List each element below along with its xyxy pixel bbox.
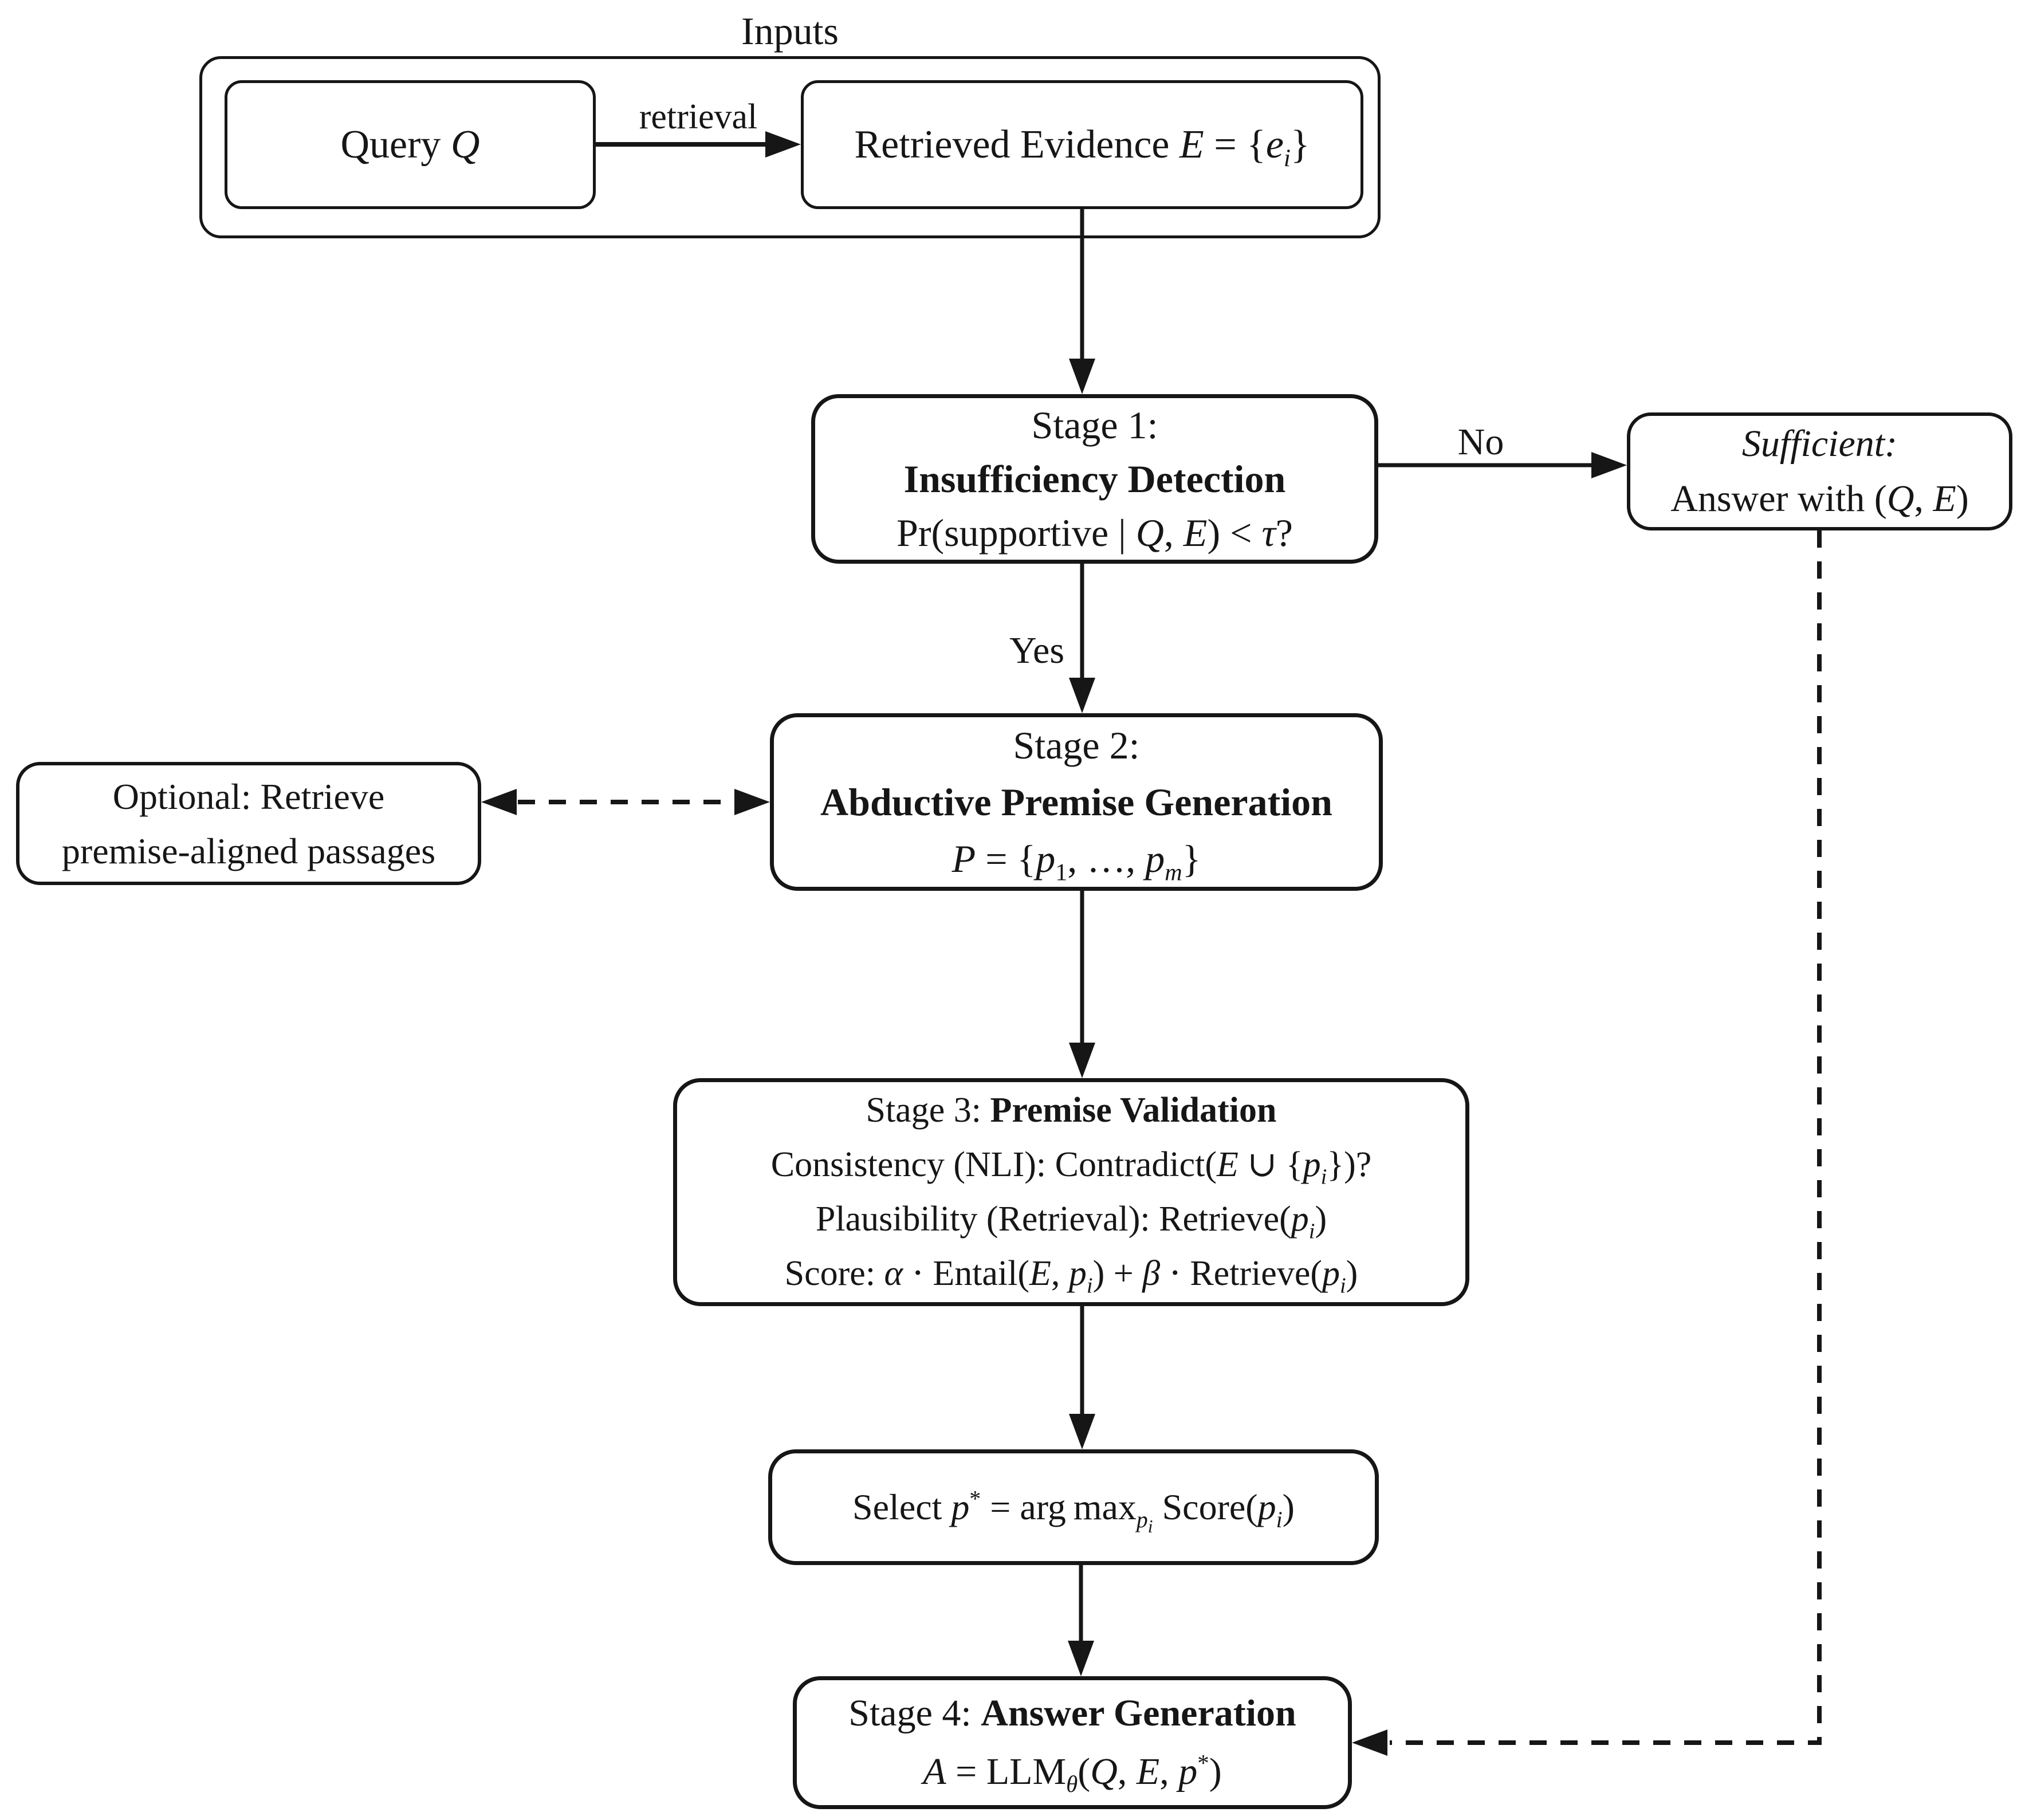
retrieval-edge-label: retrieval (639, 97, 758, 136)
stage3-plausibility: Plausibility (Retrieval): Retrieve(pi) (815, 1200, 1327, 1244)
query-node-label: Query Q (340, 122, 480, 167)
stage4-node: Stage 4: Answer Generation A = LLMθ(Q, E… (793, 1676, 1352, 1809)
arrowhead-stage2-stage3 (1069, 1043, 1095, 1078)
stage1-node: Stage 1: Insufficiency Detection Pr(supp… (811, 394, 1378, 564)
stage1-subtitle: Insufficiency Detection (903, 457, 1286, 501)
stage1-title: Stage 1: (1031, 403, 1158, 447)
arrowhead-optional-right (734, 789, 770, 815)
stage3-consistency: Consistency (NLI): Contradict(E ∪ {pi})? (770, 1145, 1372, 1189)
arrowhead-select-stage4 (1068, 1641, 1094, 1676)
stage3-score: Score: α ⋅ Entail(E, pi) + β ⋅ Retrieve(… (784, 1254, 1358, 1298)
stage3-node: Stage 3: Premise Validation Consistency … (673, 1078, 1469, 1306)
evidence-node-label: Retrieved Evidence E = {ei} (854, 122, 1310, 172)
sufficient-node: Sufficient: Answer with (Q, E) (1627, 412, 2012, 530)
stage4-title: Stage 4: Answer Generation (848, 1692, 1296, 1734)
yes-edge-label: Yes (1009, 630, 1065, 671)
evidence-node: Retrieved Evidence E = {ei} (801, 80, 1363, 209)
inputs-group-label: Inputs (741, 9, 839, 53)
select-formula: Select p* = arg maxpi Score(pi) (852, 1486, 1295, 1536)
arrowhead-sufficient-stage4 (1352, 1729, 1387, 1756)
no-edge-label: No (1457, 421, 1504, 463)
stage2-title: Stage 2: (1013, 723, 1140, 767)
arrowhead-stage3-select (1069, 1414, 1095, 1449)
arrowhead-optional-left (481, 789, 517, 815)
select-premise-node: Select p* = arg maxpi Score(pi) (768, 1449, 1379, 1565)
optional-line1: Optional: Retrieve (112, 776, 385, 817)
stage4-formula: A = LLMθ(Q, E, p*) (923, 1750, 1222, 1798)
sufficient-title: Sufficient: (1741, 423, 1898, 465)
stage2-node: Stage 2: Abductive Premise Generation P … (770, 713, 1383, 891)
arrowhead-no (1591, 452, 1627, 478)
stage2-formula: P = {p1, …, pm} (951, 836, 1201, 886)
stage3-title: Stage 3: Premise Validation (866, 1091, 1277, 1130)
sufficient-body: Answer with (Q, E) (1670, 478, 1969, 520)
stage2-subtitle: Abductive Premise Generation (820, 780, 1332, 824)
optional-line2: premise-aligned passages (61, 830, 436, 871)
optional-retrieve-node: Optional: Retrieve premise-aligned passa… (16, 762, 481, 885)
arrowhead-evidence-stage1 (1069, 359, 1095, 394)
query-node: Query Q (225, 80, 596, 209)
arrowhead-yes (1069, 678, 1095, 713)
stage1-formula: Pr(supportive | Q, E) < τ? (896, 511, 1293, 555)
